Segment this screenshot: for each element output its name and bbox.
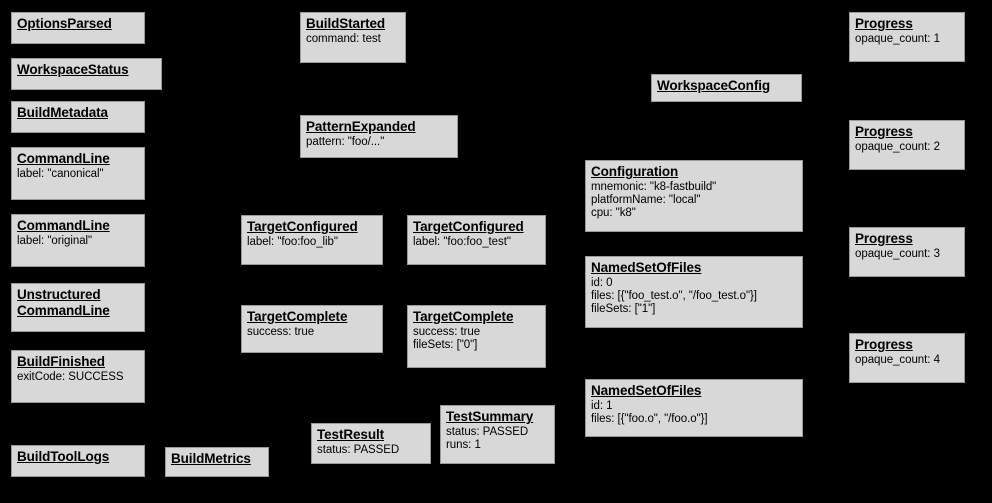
node-field: status: PASSED (446, 425, 529, 438)
node-field: opaque_count: 2 (855, 140, 940, 153)
node-options-parsed[interactable]: OptionsParsed (11, 12, 145, 44)
node-field: fileSets: ["0"] (413, 338, 478, 351)
node-field: label: "foo:foo_lib" (247, 235, 338, 248)
node-title: OptionsParsed (17, 16, 112, 31)
node-title: TargetComplete (413, 309, 514, 324)
node-title: NamedSetOfFiles (591, 383, 702, 398)
node-field: opaque_count: 4 (855, 353, 940, 366)
node-fields: opaque_count: 4 (855, 354, 959, 367)
node-title: WorkspaceConfig (657, 78, 771, 93)
node-title: BuildFinished (17, 354, 105, 369)
node-field: mnemonic: "k8-fastbuild" (591, 180, 717, 193)
node-fields: opaque_count: 3 (855, 248, 959, 261)
node-fields: opaque_count: 2 (855, 141, 959, 154)
node-workspace-config[interactable]: WorkspaceConfig (651, 74, 802, 102)
node-title: TargetComplete (247, 309, 348, 324)
node-fields: command: test (306, 33, 400, 46)
node-field: runs: 1 (446, 438, 481, 451)
node-field: id: 0 (591, 276, 613, 289)
node-workspace-status[interactable]: WorkspaceStatus (11, 58, 162, 90)
node-title: Progress (855, 337, 913, 352)
node-title: Progress (855, 16, 913, 31)
node-title: BuildMetadata (17, 105, 108, 120)
node-title: Configuration (591, 164, 679, 179)
node-field: label: "foo:foo_test" (413, 235, 511, 248)
node-title: TestSummary (446, 409, 534, 424)
node-unstructured-command-line[interactable]: Unstructured CommandLine (11, 283, 145, 332)
node-build-metadata[interactable]: BuildMetadata (11, 101, 145, 133)
node-field: fileSets: ["1"] (591, 303, 656, 316)
node-field: success: true (247, 325, 315, 338)
node-title: BuildMetrics (171, 451, 251, 466)
node-title: TestResult (317, 427, 385, 442)
node-fields: label: "original" (17, 235, 139, 248)
node-field: label: "original" (17, 234, 93, 247)
node-field: status: PASSED (317, 443, 400, 456)
node-build-tool-logs[interactable]: BuildToolLogs (11, 445, 145, 477)
node-title: WorkspaceStatus (17, 62, 129, 77)
node-field: exitCode: SUCCESS (17, 370, 124, 383)
node-build-metrics[interactable]: BuildMetrics (165, 447, 269, 477)
node-field: command: test (306, 32, 381, 45)
node-fields: success: true (247, 326, 377, 339)
node-field: label: "canonical" (17, 167, 104, 180)
node-fields: mnemonic: "k8-fastbuild"platformName: "l… (591, 181, 797, 221)
node-fields: label: "canonical" (17, 168, 139, 181)
node-field: id: 1 (591, 399, 613, 412)
node-field: cpu: "k8" (591, 207, 636, 220)
node-field: platformName: "local" (591, 193, 701, 206)
node-title: NamedSetOfFiles (591, 260, 702, 275)
node-title: PatternExpanded (306, 119, 416, 134)
node-title: BuildToolLogs (17, 449, 110, 464)
node-title: Unstructured CommandLine (17, 287, 110, 318)
node-title: CommandLine (17, 218, 110, 233)
node-field: success: true (413, 325, 481, 338)
node-fields: exitCode: SUCCESS (17, 371, 139, 384)
node-title: TargetConfigured (247, 219, 358, 234)
node-fields: opaque_count: 1 (855, 33, 959, 46)
node-field: opaque_count: 1 (855, 32, 940, 45)
node-fields: pattern: "foo/..." (306, 136, 452, 149)
node-field: files: [{"foo_test.o", "/foo_test.o"}] (591, 289, 757, 302)
node-title: BuildStarted (306, 16, 386, 31)
node-title: Progress (855, 124, 913, 139)
node-title: CommandLine (17, 151, 110, 166)
node-fields: label: "foo:foo_lib" (247, 236, 377, 249)
node-fields: label: "foo:foo_test" (413, 236, 540, 249)
node-field: pattern: "foo/..." (306, 135, 385, 148)
node-field: files: [{"foo.o", "/foo.o"}] (591, 412, 708, 425)
node-title: TargetConfigured (413, 219, 524, 234)
node-fields: status: PASSED (317, 444, 425, 457)
node-field: opaque_count: 3 (855, 247, 940, 260)
node-title: Progress (855, 231, 913, 246)
